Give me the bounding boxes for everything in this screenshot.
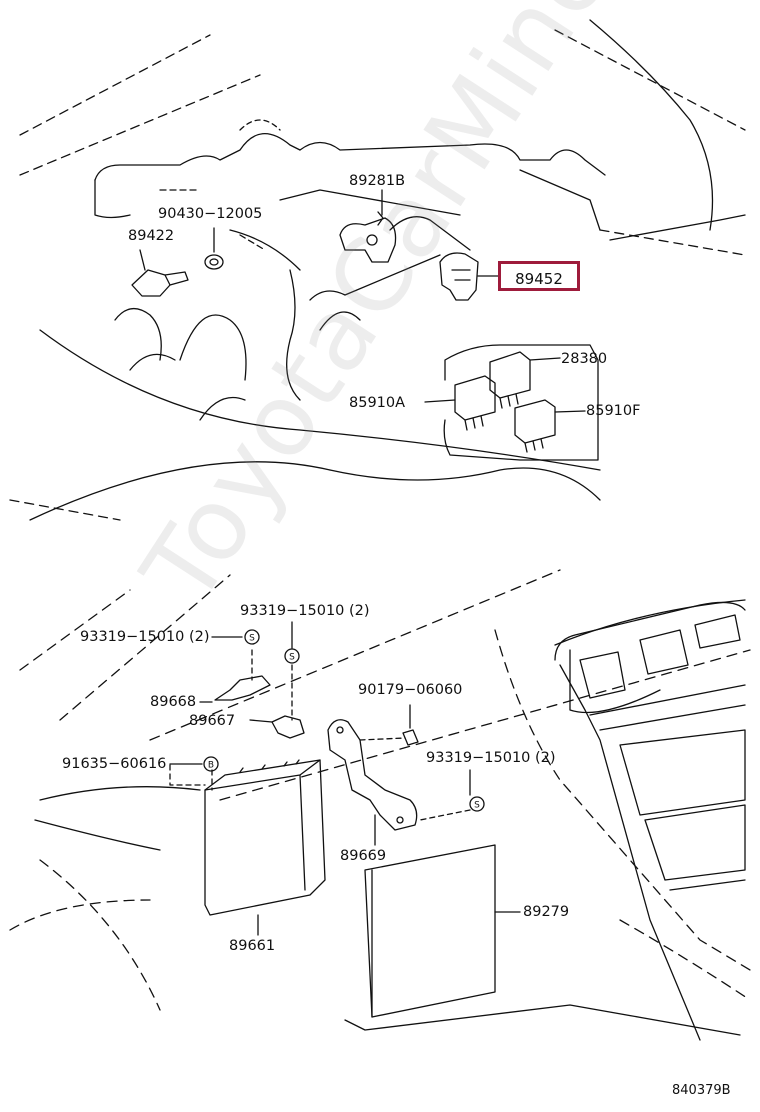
- label-89668[interactable]: 89668: [150, 694, 197, 710]
- cabin-outline-dashed: [9, 569, 751, 1011]
- sensor-89422[interactable]: [131, 249, 189, 297]
- cover-89279[interactable]: [364, 844, 521, 1018]
- label-90179-06060[interactable]: 90179−06060: [358, 682, 463, 698]
- callout-connectors: [169, 649, 471, 821]
- s-letter-3: S: [474, 801, 480, 811]
- bracket-89668[interactable]: [199, 675, 271, 703]
- gasket-90430[interactable]: [204, 227, 224, 270]
- callout-circles: [203, 629, 485, 812]
- leader-lines: [169, 621, 471, 796]
- center-console: [554, 601, 746, 1041]
- label-90430-12005[interactable]: 90430−12005: [158, 206, 263, 222]
- label-28380[interactable]: 28380: [561, 351, 608, 367]
- relay-85910A[interactable]: [424, 375, 496, 431]
- label-85910F[interactable]: 85910F: [586, 403, 641, 419]
- throttle-sensor-89281B[interactable]: [339, 189, 397, 263]
- label-89667[interactable]: 89667: [189, 713, 236, 729]
- ecu-89661[interactable]: [204, 759, 326, 936]
- label-93319-15010-a[interactable]: 93319−15010 (2): [80, 629, 210, 645]
- s-letter-1: S: [249, 634, 255, 644]
- label-89661[interactable]: 89661: [229, 938, 276, 954]
- engine-bay-outline-solid: [29, 19, 746, 521]
- s-callout-2: [284, 648, 300, 664]
- highlight-89452[interactable]: 89452: [498, 261, 580, 291]
- clip-90179[interactable]: [402, 704, 419, 746]
- b-callout: [203, 756, 219, 772]
- label-89281B[interactable]: 89281B: [349, 173, 406, 189]
- label-93319-15010-c[interactable]: 93319−15010 (2): [426, 750, 556, 766]
- bracket-89667[interactable]: [249, 715, 305, 739]
- s-callout-3: [469, 796, 485, 812]
- label-89669[interactable]: 89669: [340, 848, 387, 864]
- label-89452[interactable]: 89452: [515, 270, 563, 288]
- diagram-reference-number: 840379B: [672, 1083, 731, 1098]
- label-89422[interactable]: 89422: [128, 228, 175, 244]
- relay-bracket-outline: [443, 344, 599, 461]
- cabin-outline-solid: [34, 599, 746, 1036]
- relay-28380[interactable]: [489, 351, 561, 409]
- relay-85910F[interactable]: [514, 399, 586, 453]
- label-89279[interactable]: 89279: [523, 904, 570, 920]
- label-93319-15010-b[interactable]: 93319−15010 (2): [240, 603, 370, 619]
- s-callout-1: [244, 629, 260, 645]
- label-91635-60616[interactable]: 91635−60616: [62, 756, 167, 772]
- bracket-89669[interactable]: [327, 719, 418, 846]
- engine-bay-outline: [9, 29, 746, 521]
- b-letter: B: [208, 761, 214, 771]
- engine-intake: [94, 119, 606, 421]
- sensor-89452[interactable]: [439, 252, 499, 301]
- label-85910A[interactable]: 85910A: [349, 395, 406, 411]
- s-letter-2: S: [289, 653, 295, 663]
